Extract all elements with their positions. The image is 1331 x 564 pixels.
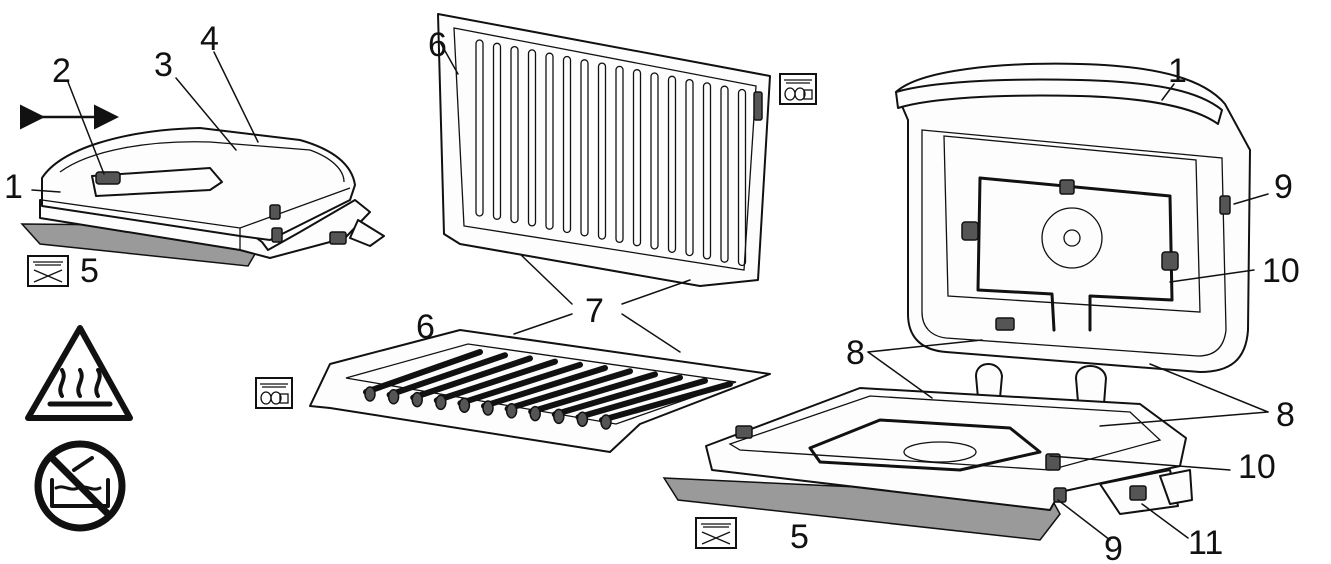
callout-4: 4 <box>200 20 219 58</box>
upper-plate-rib <box>632 69 642 247</box>
callout-8-left: 8 <box>846 334 865 372</box>
lower-plate-rib-end <box>600 414 612 430</box>
closed-grill <box>20 51 385 267</box>
lower-plate-rib <box>481 365 608 409</box>
upper-plate-rib <box>615 65 624 244</box>
lower-plate-rib <box>599 381 733 423</box>
upper-plate-rib <box>510 45 519 224</box>
lower-plate-rib-end <box>435 394 447 411</box>
lower-plate-rib-end <box>576 411 589 427</box>
callout-6-bottom: 6 <box>416 308 435 346</box>
open-grill <box>662 62 1269 541</box>
callout-7: 7 <box>585 292 604 330</box>
upper-plate-rib <box>492 42 502 220</box>
upper-plate-rib <box>667 75 677 253</box>
lower-plate-rib-end <box>553 408 565 425</box>
lower-plate-rib <box>575 377 708 421</box>
callout-2: 2 <box>52 52 71 90</box>
upper-plate-rib <box>737 88 747 267</box>
upper-plate-rib <box>685 78 694 257</box>
lower-plate-rib-end <box>505 403 518 419</box>
hot-surface-warning-icon <box>25 325 133 421</box>
callout-3: 3 <box>154 46 173 84</box>
callout-5-bottom: 5 <box>790 518 809 556</box>
lower-plate-rib-end <box>482 400 494 416</box>
upper-plate-rib <box>597 62 607 240</box>
dishwasher-safe-icon-right <box>695 517 737 549</box>
upper-plate-rib <box>475 39 484 217</box>
lower-plate-rib <box>504 368 633 412</box>
callout-9-top: 9 <box>1274 168 1293 206</box>
lower-plate-rib <box>363 349 483 395</box>
upper-plate-rib <box>562 55 572 234</box>
callout-1-left: 1 <box>4 168 23 206</box>
lower-plate-rib <box>386 352 508 398</box>
upper-plate-rib <box>650 72 659 250</box>
lower-plate-rib <box>551 374 683 418</box>
lower-plate-rib <box>528 371 658 415</box>
lower-plate-rib-end <box>387 389 400 405</box>
lower-plate-rib-end <box>458 397 471 413</box>
upper-plate-rib <box>545 52 554 230</box>
callout-1-top: 1 <box>1168 52 1187 90</box>
dishwasher-safe-icon <box>27 255 69 287</box>
callout-10-bottom: 10 <box>1238 448 1276 486</box>
callout-11: 11 <box>1188 524 1223 562</box>
upper-plate-rib <box>527 49 537 227</box>
callout-5-left: 5 <box>80 252 99 290</box>
lower-plate-rib-end <box>529 405 541 422</box>
do-not-immerse-icon <box>34 440 126 532</box>
upper-grill-plate <box>437 13 771 353</box>
lower-plate-rib-end <box>364 386 376 402</box>
dishwasher-safe-icon-lower <box>255 377 293 409</box>
lower-plate-rib <box>457 361 583 407</box>
lower-plate-rib <box>410 355 533 401</box>
lower-plate-rib-end <box>411 391 423 408</box>
upper-plate-rib <box>580 59 589 237</box>
callout-9-bottom: 9 <box>1104 530 1123 564</box>
callout-10-top: 10 <box>1262 252 1300 290</box>
upper-plate-rib <box>720 85 729 263</box>
lower-grill-plate <box>309 329 771 453</box>
upper-plate-rib <box>702 82 712 260</box>
callout-6-top: 6 <box>428 26 447 64</box>
lower-plate-rib <box>433 358 558 404</box>
callout-8-right: 8 <box>1276 396 1295 434</box>
dishwasher-safe-icon-upper <box>779 73 817 105</box>
